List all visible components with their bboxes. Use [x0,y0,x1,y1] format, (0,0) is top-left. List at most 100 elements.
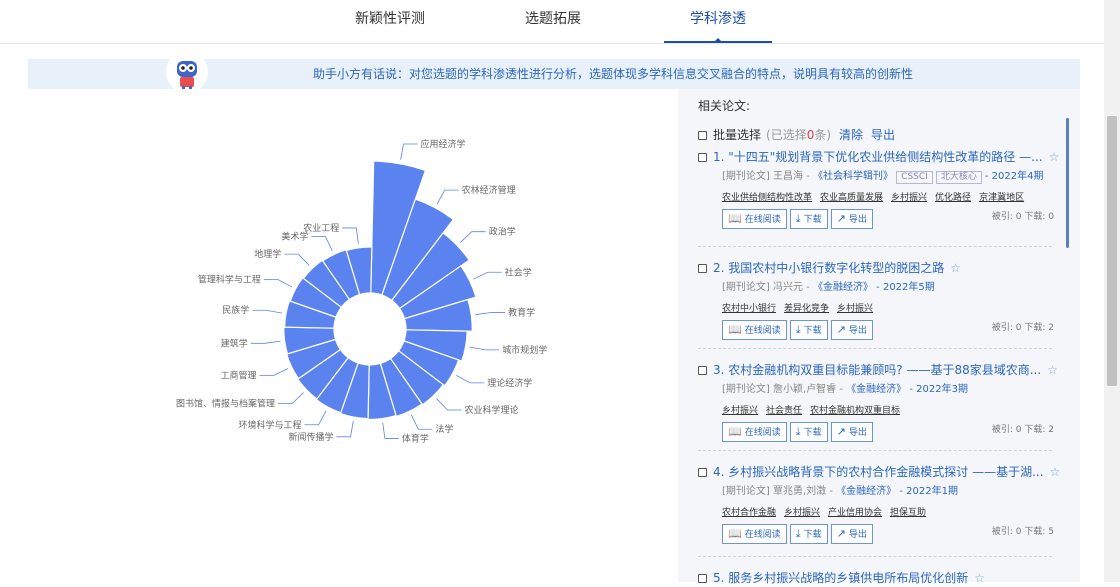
article-stats: 被引: 0 下载: 2 [991,323,1054,333]
tab-novelty[interactable]: 新颖性评测 [340,0,440,43]
download-icon: ⤓ [795,527,801,540]
favorite-star-icon[interactable]: ☆ [974,571,986,585]
rose-sector[interactable] [389,349,445,406]
keyword-link[interactable]: 优化路径 [935,193,972,203]
rose-sector[interactable] [321,248,361,301]
read-online-button[interactable]: 📖在线阅读 [722,422,787,442]
papers-scrollbar[interactable] [1066,118,1069,248]
export-selected-button[interactable]: 导出 [871,128,896,142]
keyword-link[interactable]: 担保互助 [890,508,927,518]
rose-sector[interactable] [285,338,342,380]
label-leader-line [304,410,327,426]
download-button[interactable]: ⤓下载 [789,422,828,442]
export-button[interactable]: ↗导出 [830,320,873,340]
download-button[interactable]: ⤓下载 [789,320,828,340]
article-title-link[interactable]: 2. 我国农村中小银行数字化转型的脱困之路 [713,261,945,275]
rose-sector[interactable] [403,298,473,332]
export-icon: ↗ [836,425,846,438]
category-label: 法学 [435,423,453,435]
article-type: [期刊论文] [722,282,770,293]
rose-sector[interactable] [339,362,370,420]
category-label: 美术学 [281,230,308,242]
rose-sector[interactable] [315,356,359,414]
article-actions: 📖在线阅读⤓下载↗导出被引: 0 下载: 5 [722,524,1054,545]
rose-sector[interactable] [283,326,337,355]
rose-sector[interactable] [367,362,397,421]
export-button[interactable]: ↗导出 [830,524,873,544]
article-type: [期刊论文] [722,486,770,497]
page-scrollbar-thumb[interactable] [1107,116,1117,386]
rose-sector[interactable] [403,329,468,362]
article-journal[interactable]: 《社会科学辑刊》 [812,171,893,182]
download-button[interactable]: ⤓下载 [789,524,828,544]
keyword-link[interactable]: 京津冀地区 [979,193,1025,203]
read-online-button[interactable]: 📖在线阅读 [722,209,787,229]
article-journal[interactable]: 《金融经济》 [812,282,873,293]
article-journal[interactable]: 《金融经济》 [846,384,907,395]
rose-sector[interactable] [398,265,477,320]
article-journal[interactable]: 《金融经济》 [836,486,897,497]
article-title-link[interactable]: 4. 乡村振兴战略背景下的农村合作金融模式探讨 ——基于湖... [713,465,1044,479]
related-papers-panel: 相关论文: 批量选择(已选择0条)清除导出 1. "十四五"规划背景下优化农业供… [678,89,1080,585]
tab-topic-expansion[interactable]: 选题拓展 [505,0,601,43]
assistant-banner: 助手小方有话说：对您选题的学科渗透性进行分析，选题体现多学科信息交叉融合的特点，… [28,51,1080,93]
label-leader-line [436,398,462,411]
rose-sector[interactable] [345,246,373,296]
clear-button[interactable]: 清除 [839,128,864,142]
rose-sector[interactable] [289,276,343,318]
export-button[interactable]: ↗导出 [830,209,873,229]
rose-sector[interactable] [397,340,460,387]
export-button-label: 导出 [848,530,867,540]
rose-sector[interactable] [296,348,350,400]
article-checkbox[interactable] [698,366,707,375]
category-label: 社会学 [505,266,532,278]
book-icon: 📖 [728,425,742,438]
read-online-button[interactable]: 📖在线阅读 [722,320,787,340]
article-title-link[interactable]: 3. 农村金融机构双重目标能兼顾吗? ——基于88家县域农商... [713,363,1042,377]
tab-discipline-penetration[interactable]: 学科渗透 [664,0,772,43]
article-date: - 2022年4期 [984,171,1044,182]
article-checkbox[interactable] [698,153,707,162]
batch-select-checkbox[interactable] [698,131,707,140]
keyword-link[interactable]: 社会责任 [766,406,803,416]
favorite-star-icon[interactable]: ☆ [1047,363,1058,377]
keyword-link[interactable]: 乡村振兴 [784,508,821,518]
read-online-button[interactable]: 📖在线阅读 [722,524,787,544]
top-nav: 新颖性评测 选题拓展 学科渗透 [0,0,1104,44]
keyword-link[interactable]: 农村金融机构双重目标 [810,406,901,416]
index-badge: 北大核心 [935,171,982,184]
favorite-star-icon[interactable]: ☆ [1048,150,1060,164]
download-button-label: 下载 [803,530,822,540]
article-title-row: 5. 服务乡村振兴战略的乡镇供电所布局优化创新 ☆ [698,569,1054,587]
favorite-star-icon[interactable]: ☆ [950,261,962,275]
keyword-link[interactable]: 差异化竞争 [784,304,830,314]
keyword-link[interactable]: 农村合作金融 [722,508,777,518]
article-checkbox[interactable] [698,468,707,477]
keyword-link[interactable]: 乡村振兴 [891,193,928,203]
keyword-link[interactable]: 农业高质量发展 [820,193,884,203]
download-icon: ⤓ [795,212,801,225]
favorite-star-icon[interactable]: ☆ [1049,465,1061,479]
download-button[interactable]: ⤓下载 [789,209,828,229]
category-label: 体育学 [402,432,429,444]
rose-sector[interactable] [302,259,351,309]
keyword-link[interactable]: 乡村振兴 [837,304,874,314]
selected-suffix: 条) [814,128,832,142]
article-title-link[interactable]: 1. "十四五"规划背景下优化农业供给侧结构性改革的路径 —... [713,150,1043,164]
article-item: 2. 我国农村中小银行数字化转型的脱困之路☆[期刊论文] 冯兴元 - 《金融经济… [698,259,1054,341]
book-icon: 📖 [728,323,742,336]
keyword-link[interactable]: 产业信用协会 [828,508,883,518]
rose-sector[interactable] [379,357,423,418]
rose-sector[interactable] [381,198,455,302]
export-button-label: 导出 [848,326,867,336]
article-title-link[interactable]: 5. 服务乡村振兴战略的乡镇供电所布局优化创新 [713,571,969,585]
rose-sector[interactable] [390,232,471,310]
keyword-link[interactable]: 乡村振兴 [722,406,759,416]
rose-sector[interactable] [370,160,427,296]
export-button[interactable]: ↗导出 [830,422,873,442]
rose-sector[interactable] [284,300,337,329]
article-checkbox[interactable] [698,264,707,273]
keyword-link[interactable]: 农村中小银行 [722,304,777,314]
category-label: 新闻传播学 [288,431,333,443]
keyword-link[interactable]: 农业供给侧结构性改革 [722,193,813,203]
